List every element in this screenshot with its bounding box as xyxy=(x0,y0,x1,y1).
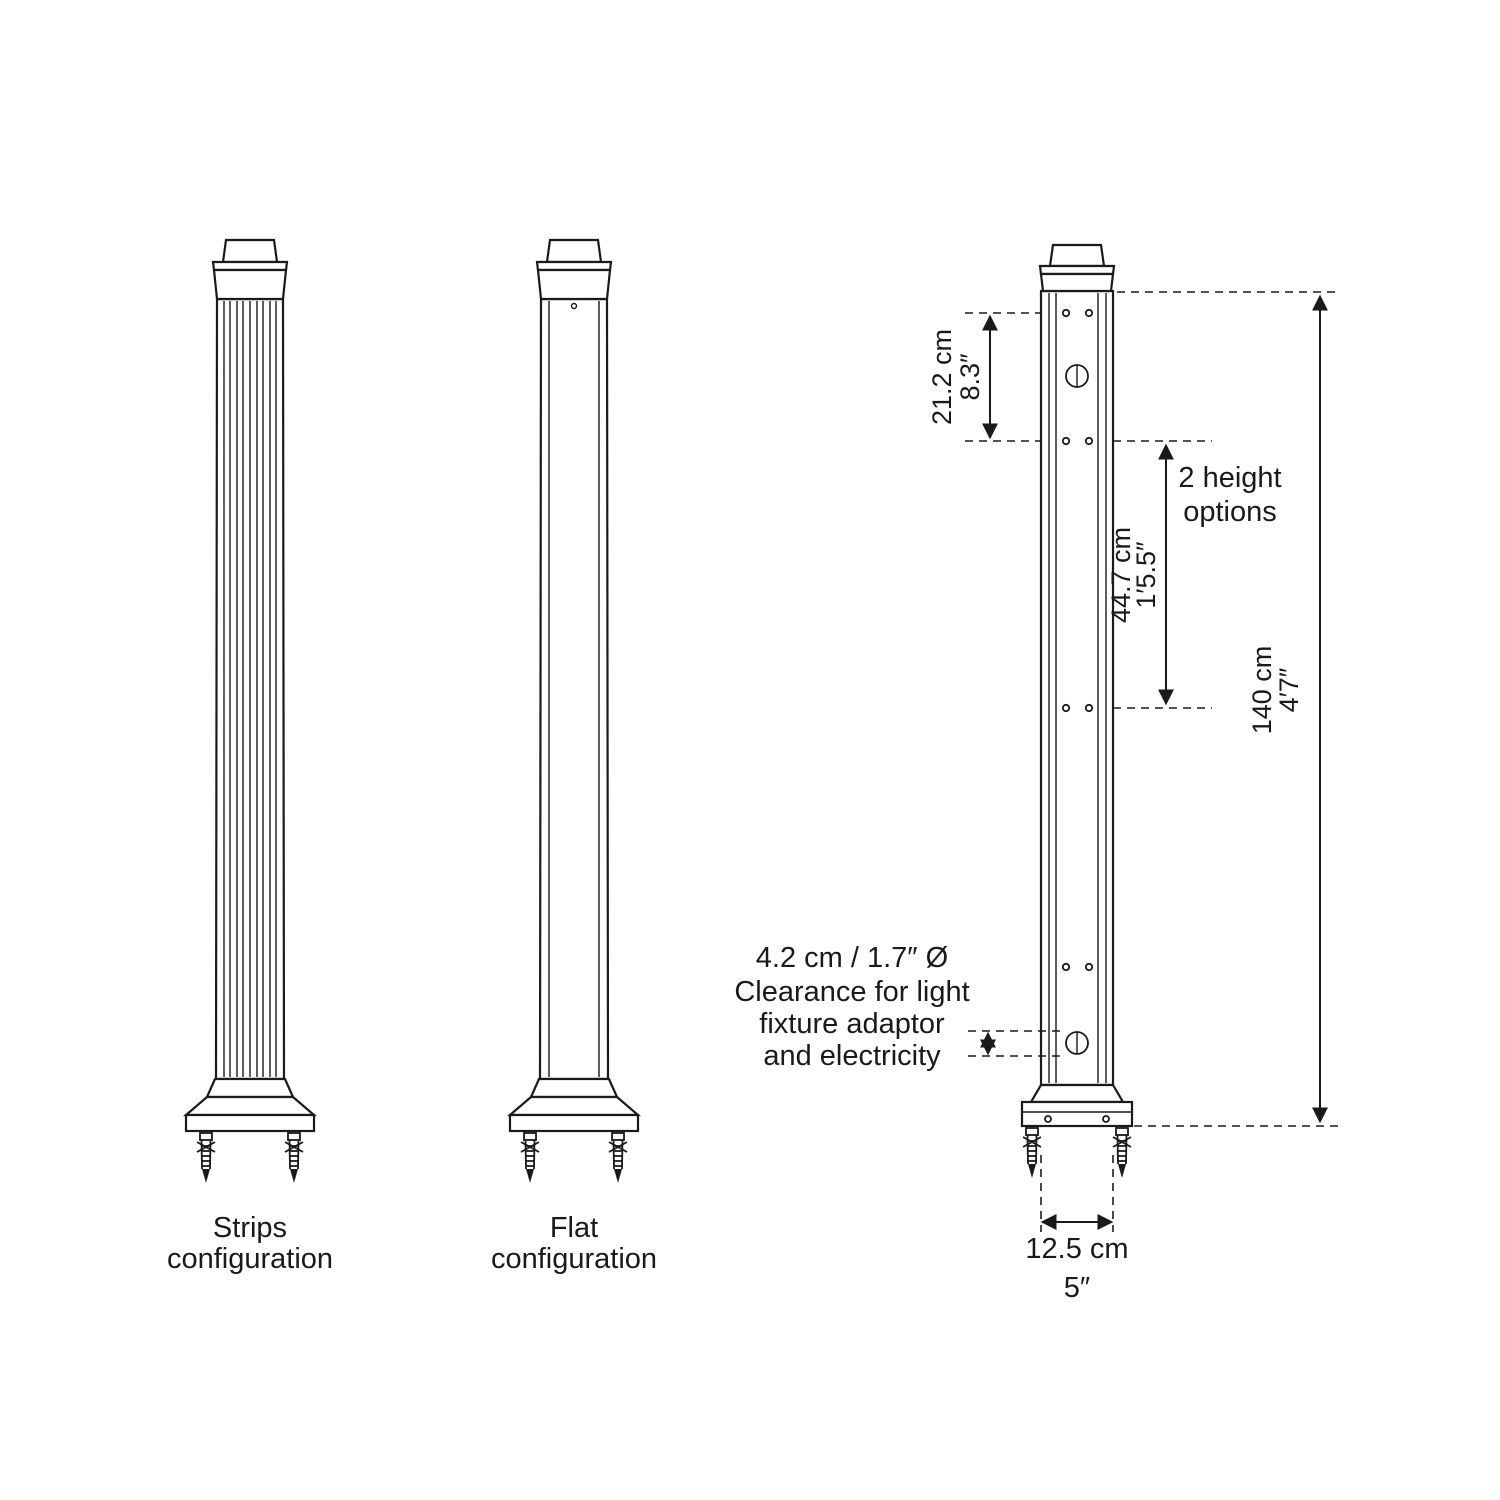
tech-base-skirt xyxy=(1029,1083,1125,1104)
strips-base-plate xyxy=(184,1113,316,1133)
annotation-labels: 2 height options 4.2 cm / 1.7″ Ø Clearan… xyxy=(734,462,1281,1072)
tech-shaft xyxy=(1039,289,1115,1087)
caption-flat-line1: Flat xyxy=(550,1212,598,1244)
dimension-lines xyxy=(980,294,1328,1230)
tech-base-bolt-left xyxy=(1044,1115,1052,1123)
flat-cap-collar xyxy=(535,260,613,272)
caption-strips-line2: configuration xyxy=(167,1243,333,1275)
tech-anchor-right xyxy=(1112,1127,1132,1179)
strips-base-flare xyxy=(183,1095,317,1117)
label-top-offset-cm: 21.2 cm xyxy=(927,329,957,425)
flat-base-skirt xyxy=(529,1077,619,1099)
flat-shaft-edges xyxy=(548,301,600,1077)
caption-flat-line2: configuration xyxy=(491,1243,657,1275)
dashed-extension-lines xyxy=(965,291,1340,1232)
flat-anchor-left xyxy=(520,1132,540,1184)
tech-fixture-slots xyxy=(1065,364,1089,1055)
flat-column xyxy=(507,238,641,1184)
label-total-height-inch: 4′7″ xyxy=(1274,667,1304,712)
flat-cap-taper xyxy=(536,268,612,301)
strips-column xyxy=(183,238,317,1184)
label-clearance-line1: 4.2 cm / 1.7″ Ø xyxy=(756,942,948,974)
caption-strips-line1: Strips xyxy=(213,1212,287,1244)
flat-cap-abacus xyxy=(545,238,603,264)
column-captions: Strips configuration Flat configuration xyxy=(167,1212,657,1275)
tech-cap-collar xyxy=(1038,264,1116,276)
label-clearance-line4: and electricity xyxy=(763,1040,941,1072)
tech-cap-taper xyxy=(1039,272,1115,293)
strips-cap-collar xyxy=(211,260,289,272)
strips-flutes xyxy=(223,301,277,1077)
tech-shaft-channels xyxy=(1048,293,1107,1083)
strips-base-skirt xyxy=(205,1077,295,1099)
tech-base-bolt-right xyxy=(1102,1115,1110,1123)
label-clearance-line3: fixture adaptor xyxy=(759,1008,945,1040)
tech-cap-abacus xyxy=(1048,243,1106,268)
strips-anchor-right xyxy=(284,1132,304,1184)
tech-anchor-left xyxy=(1022,1127,1042,1179)
label-width-cm: 12.5 cm xyxy=(1025,1233,1128,1265)
flat-base-flare xyxy=(507,1095,641,1117)
label-total-height-cm: 140 cm xyxy=(1247,646,1277,735)
label-clearance-line2: Clearance for light xyxy=(734,976,969,1008)
label-height-options-line2: options xyxy=(1183,496,1277,528)
label-mid-offset-cm: 44.7 cm xyxy=(1106,527,1136,623)
label-top-offset-inch: 8.3″ xyxy=(955,353,985,401)
label-height-options-line1: 2 height xyxy=(1178,462,1281,494)
tech-base-plate xyxy=(1020,1100,1134,1128)
flat-screw-dot xyxy=(570,302,578,310)
tech-mounting-holes xyxy=(1061,308,1094,972)
label-width-inch: 5″ xyxy=(1064,1272,1090,1304)
flat-base-plate xyxy=(508,1113,640,1133)
label-mid-offset-inch: 1′5.5″ xyxy=(1131,541,1161,609)
dimension-labels: 21.2 cm 8.3″ 44.7 cm 1′5.5″ 140 cm 4′7″ … xyxy=(927,329,1304,1304)
flat-shaft xyxy=(538,297,610,1081)
flat-anchor-right xyxy=(608,1132,628,1184)
strips-cap-abacus xyxy=(221,238,279,264)
strips-cap-taper xyxy=(212,268,288,301)
technical-column xyxy=(1020,243,1134,1179)
strips-anchor-left xyxy=(196,1132,216,1184)
